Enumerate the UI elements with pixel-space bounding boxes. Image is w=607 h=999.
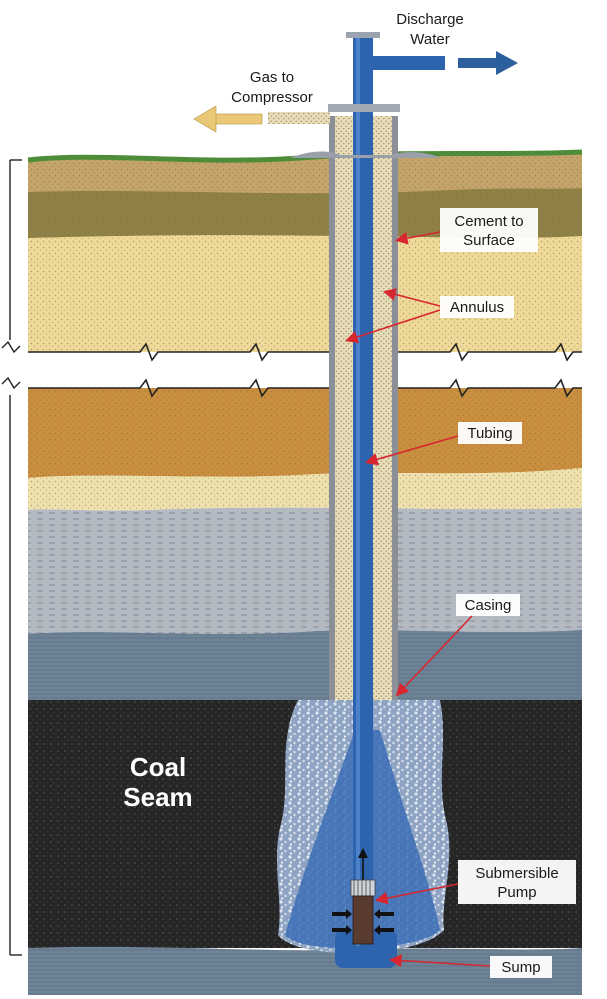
sump-well: [335, 930, 397, 968]
pump-label-line2: Pump: [497, 884, 536, 901]
annulus-label: Annulus: [450, 299, 504, 316]
discharge-pipe: [373, 56, 445, 70]
discharge-label-line2: Water: [410, 31, 449, 48]
coal-label-line2: Seam: [123, 782, 192, 812]
cement-label-line2: Surface: [463, 232, 515, 249]
pump-fins: [353, 880, 371, 896]
cement-label-line1: Cement to: [454, 213, 523, 230]
sump-label: Sump: [501, 959, 540, 976]
casing-label: Casing: [465, 597, 512, 614]
cement-label-group: Cement to Surface: [394, 208, 538, 252]
submersible-pump: [350, 879, 376, 897]
wellbore: [268, 32, 445, 946]
gas-arrow: [193, 105, 263, 133]
upper-strata-block: [27, 149, 583, 362]
pump-label-group: Submersible Pump: [374, 860, 576, 905]
discharge-label-line1: Discharge: [396, 11, 464, 28]
sump-label-group: Sump: [388, 954, 552, 978]
coal-label-line1: Coal: [130, 752, 186, 782]
tubing-label-group: Tubing: [364, 422, 522, 466]
inflow-arrows: [332, 909, 394, 935]
depth-bracket: [1, 159, 22, 956]
casing-outer-left: [329, 116, 335, 700]
gas-label-line1: Gas to: [250, 69, 294, 86]
tubing-cap: [346, 32, 380, 38]
casing-label-group: Casing: [395, 594, 520, 697]
tubing-label: Tubing: [467, 425, 512, 442]
gas-label-line2: Compressor: [231, 89, 313, 106]
pump-label-line1: Submersible: [475, 865, 558, 882]
annulus-label-group: Annulus: [344, 288, 514, 344]
casing-outer-right: [392, 116, 398, 700]
discharge-arrow: [458, 51, 518, 75]
casing-head: [328, 104, 400, 112]
pump-motor: [352, 895, 374, 945]
